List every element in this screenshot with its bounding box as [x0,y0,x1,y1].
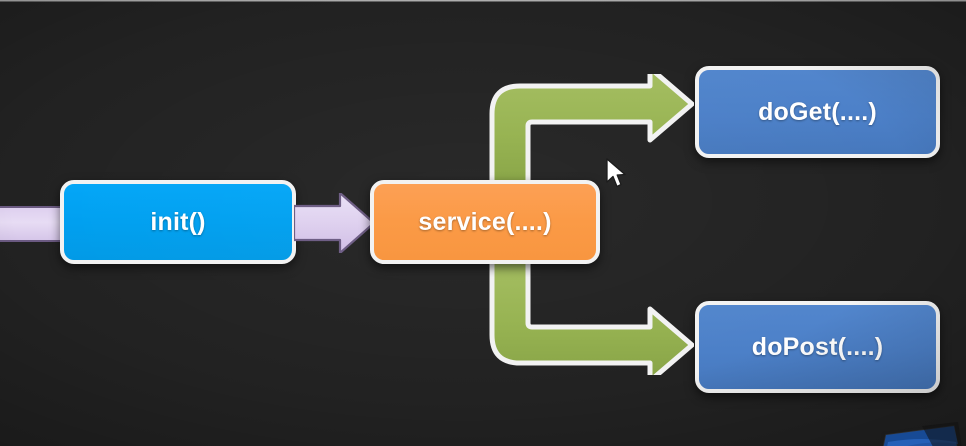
node-doget-label: doGet(....) [758,97,877,126]
elbow-arrow-shape [489,74,694,194]
node-service-label: service(....) [418,207,552,236]
inbound-flow-bar [0,206,62,242]
elbow-arrow-shape [489,255,694,375]
mouse-pointer-icon [606,158,626,188]
window-top-edge [0,0,966,2]
arrow-service-to-doget [489,74,694,194]
node-init-label: init() [150,207,206,236]
arrow-init-to-service [294,193,376,253]
node-doget[interactable]: doGet(....) [695,66,940,158]
arrow-head-shape [294,193,376,253]
arrow-service-to-dopost [489,255,694,375]
node-init[interactable]: init() [60,180,296,264]
node-service[interactable]: service(....) [370,180,600,264]
monitor-thumbnail-image [872,418,966,446]
node-dopost[interactable]: doPost(....) [695,301,940,393]
node-dopost-label: doPost(....) [751,332,884,361]
